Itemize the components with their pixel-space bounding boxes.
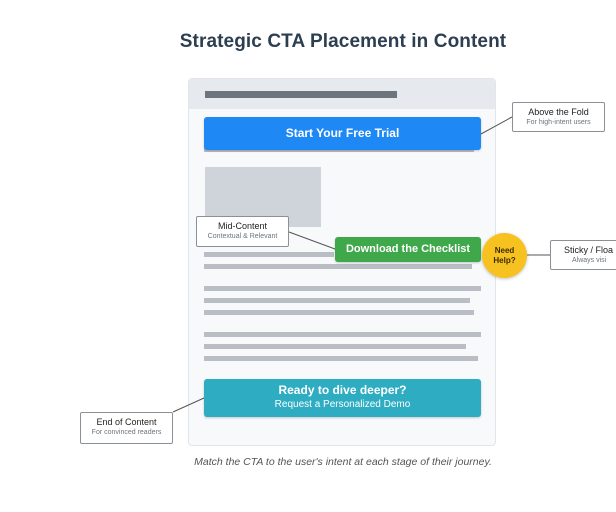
sticky-line1: Need	[494, 245, 515, 255]
callout-subtitle: Contextual & Relevant	[207, 233, 278, 240]
diagram-title: Strategic CTA Placement in Content	[179, 31, 507, 52]
callout-subtitle: Always visi	[572, 257, 607, 264]
callout-mid-content: Mid-Content Contextual & Relevant	[196, 216, 289, 247]
callout-title: Mid-Content	[217, 221, 268, 231]
text-line	[204, 344, 466, 349]
diagram-caption: Match the CTA to the user's intent at ea…	[194, 456, 492, 468]
header-placeholder-bar	[205, 91, 397, 98]
cta-download-checklist-button[interactable]: Download the Checklist	[335, 237, 481, 262]
text-line	[204, 310, 474, 315]
page-header	[189, 79, 495, 109]
text-line	[204, 148, 474, 152]
text-line	[204, 298, 470, 303]
callout-title: Above the Fold	[528, 107, 589, 117]
cta-end-subline: Request a Personalized Demo	[274, 399, 411, 410]
text-line	[204, 332, 481, 337]
cta-start-free-trial-button[interactable]: Start Your Free Trial	[204, 117, 481, 150]
callout-above-the-fold: Above the Fold For high-intent users	[512, 102, 605, 132]
text-line	[204, 286, 481, 291]
sticky-line2: Help?	[493, 255, 516, 265]
callout-sticky-floating: Sticky / Floa Always visi	[550, 240, 616, 270]
callout-subtitle: For high-intent users	[526, 119, 591, 126]
callout-end-of-content: End of Content For convinced readers	[80, 412, 173, 444]
cta-request-demo-button[interactable]: Ready to dive deeper? Request a Personal…	[204, 379, 481, 417]
callout-title: Sticky / Floa	[564, 245, 614, 255]
need-help-sticky-button[interactable]: Need Help?	[482, 233, 527, 278]
callout-subtitle: For convinced readers	[91, 429, 162, 436]
text-line	[204, 252, 334, 257]
cta-end-headline: Ready to dive deeper?	[278, 383, 407, 397]
text-line	[204, 264, 472, 269]
callout-title: End of Content	[96, 417, 157, 427]
text-line	[204, 356, 478, 361]
